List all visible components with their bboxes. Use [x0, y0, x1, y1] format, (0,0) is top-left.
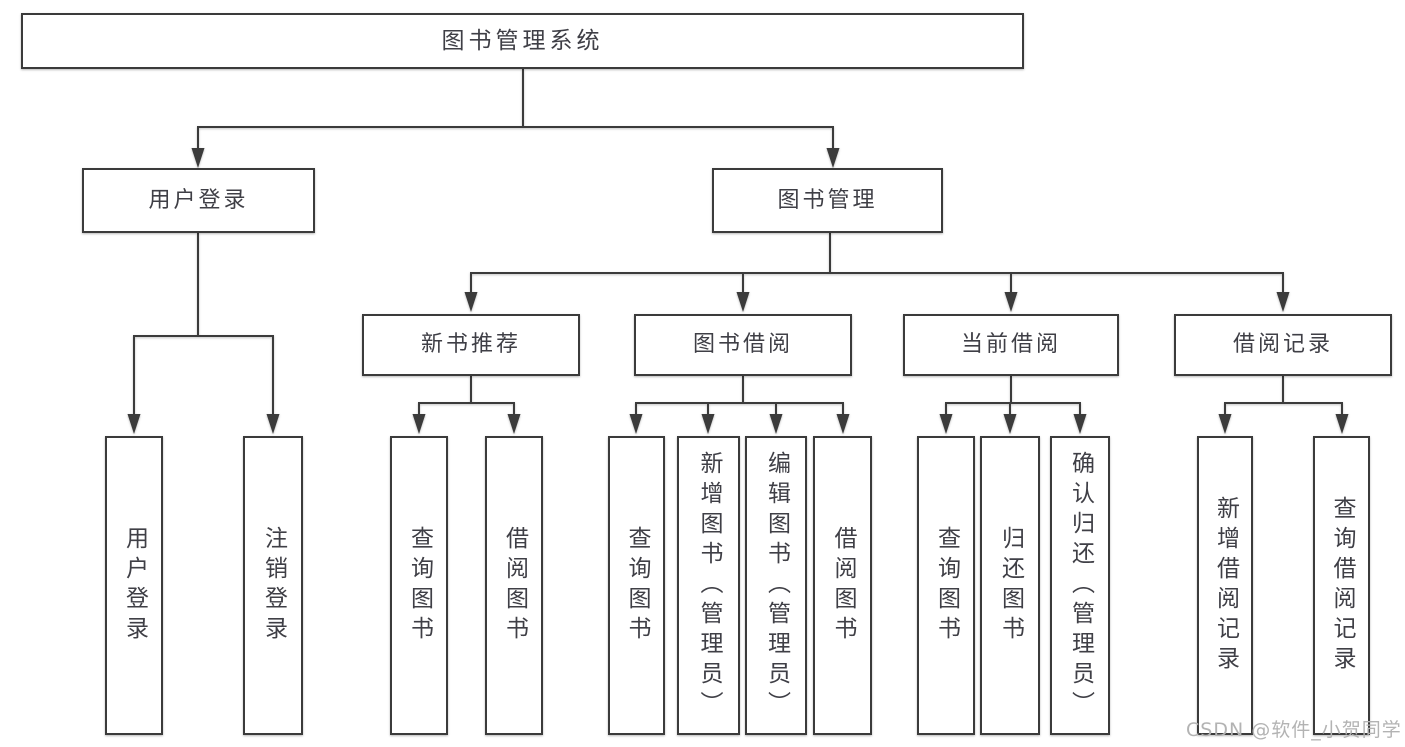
leaf-user-login-label: 用户登录 [121, 525, 148, 646]
leaf-query-books-recommend: 查询图书 [390, 436, 448, 735]
node-library-system-label: 图书管理系统 [441, 27, 604, 54]
node-user-login: 用户登录 [82, 168, 315, 233]
leaf-add-borrow-record: 新增借阅记录 [1197, 436, 1253, 735]
leaf-query-books-borrowing: 查询图书 [608, 436, 665, 735]
leaf-borrow-books-recommend-label: 借阅图书 [501, 525, 528, 646]
leaf-add-borrow-record-label: 新增借阅记录 [1212, 495, 1239, 676]
leaf-borrow-books-recommend: 借阅图书 [485, 436, 543, 735]
leaf-confirm-return-admin: 确认归还（管理员） [1050, 436, 1110, 735]
leaf-logout-login: 注销登录 [243, 436, 303, 735]
leaf-query-books-recommend-label: 查询图书 [406, 525, 433, 646]
node-new-book-recommend: 新书推荐 [362, 314, 580, 376]
node-borrowing-records: 借阅记录 [1174, 314, 1392, 376]
leaf-query-books-current: 查询图书 [917, 436, 975, 735]
leaf-confirm-return-admin-label: 确认归还（管理员） [1067, 450, 1094, 721]
node-book-borrowing: 图书借阅 [634, 314, 852, 376]
node-book-management: 图书管理 [712, 168, 943, 233]
node-user-login-label: 用户登录 [148, 187, 249, 213]
leaf-query-books-current-label: 查询图书 [933, 525, 960, 646]
leaf-return-books-label: 归还图书 [997, 525, 1024, 646]
node-library-system: 图书管理系统 [21, 13, 1024, 69]
leaf-add-books-admin: 新增图书（管理员） [677, 436, 740, 735]
node-new-book-recommend-label: 新书推荐 [420, 332, 521, 357]
leaf-edit-books-admin: 编辑图书（管理员） [745, 436, 807, 735]
leaf-logout-login-label: 注销登录 [260, 525, 287, 646]
node-book-borrowing-label: 图书借阅 [692, 332, 793, 357]
leaf-borrow-books-borrowing: 借阅图书 [813, 436, 872, 735]
leaf-add-books-admin-label: 新增图书（管理员） [696, 450, 722, 721]
csdn-watermark: CSDN @软件_小贺同学 [1186, 719, 1402, 741]
node-borrowing-records-label: 借阅记录 [1232, 332, 1333, 357]
leaf-borrow-books-borrowing-label: 借阅图书 [830, 525, 856, 646]
node-current-borrowing-label: 当前借阅 [960, 332, 1061, 357]
node-book-management-label: 图书管理 [777, 187, 878, 213]
leaf-query-borrow-record-label: 查询借阅记录 [1329, 495, 1355, 676]
leaf-edit-books-admin-label: 编辑图书（管理员） [763, 450, 790, 721]
node-current-borrowing: 当前借阅 [903, 314, 1119, 376]
leaf-user-login: 用户登录 [105, 436, 163, 735]
leaf-return-books: 归还图书 [980, 436, 1040, 735]
leaf-query-books-borrowing-label: 查询图书 [624, 525, 650, 646]
leaf-query-borrow-record: 查询借阅记录 [1313, 436, 1370, 735]
